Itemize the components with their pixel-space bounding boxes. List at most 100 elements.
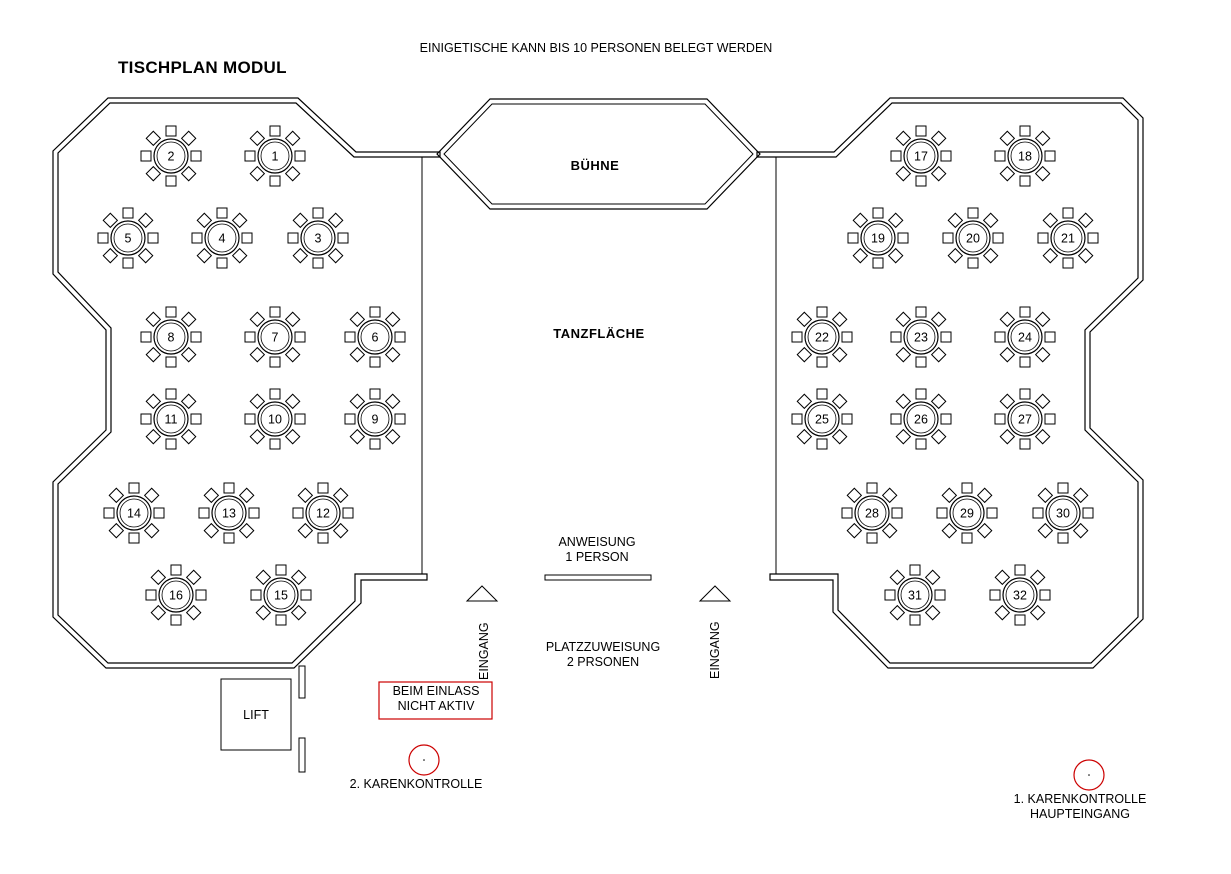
table-22[interactable]: 22 (791, 306, 853, 368)
seating-line2: 2 PRSONEN (567, 655, 639, 669)
instruction-line1: ANWEISUNG (558, 535, 635, 549)
chair (1077, 247, 1094, 264)
table-number: 1 (272, 150, 279, 164)
table-2[interactable]: 2 (140, 125, 202, 187)
table-top (158, 577, 194, 613)
chair (999, 428, 1016, 445)
table-12[interactable]: 12 (292, 482, 354, 544)
chair (128, 482, 140, 494)
checkpoint-second-marker-icon (408, 744, 440, 776)
chair (999, 130, 1016, 147)
chair (269, 438, 281, 450)
table-21[interactable]: 21 (1037, 207, 1099, 269)
table-25[interactable]: 25 (791, 388, 853, 450)
chair (889, 604, 906, 621)
table-9[interactable]: 9 (344, 388, 406, 450)
chair (831, 393, 848, 410)
table-top (263, 577, 299, 613)
chair (248, 507, 260, 519)
entrance-left-arrow-icon (465, 585, 499, 602)
chair (1072, 487, 1089, 504)
table-top-inner (958, 223, 988, 253)
chair (930, 428, 947, 445)
chair (895, 311, 912, 328)
chair (269, 388, 281, 400)
chair (941, 522, 958, 539)
chair (165, 356, 177, 368)
table-top (300, 220, 336, 256)
table-7[interactable]: 7 (244, 306, 306, 368)
table-28[interactable]: 28 (841, 482, 903, 544)
table-30[interactable]: 30 (1032, 482, 1094, 544)
chair (1014, 564, 1026, 576)
chair (180, 165, 197, 182)
table-6[interactable]: 6 (344, 306, 406, 368)
table-13[interactable]: 13 (198, 482, 260, 544)
table-16[interactable]: 16 (145, 564, 207, 626)
table-26[interactable]: 26 (890, 388, 952, 450)
chair (846, 487, 863, 504)
chair (915, 356, 927, 368)
table-10[interactable]: 10 (244, 388, 306, 450)
table-31[interactable]: 31 (884, 564, 946, 626)
chair (881, 487, 898, 504)
table-19[interactable]: 19 (847, 207, 909, 269)
chair (930, 346, 947, 363)
table-24[interactable]: 24 (994, 306, 1056, 368)
chair (1034, 311, 1051, 328)
chair (275, 614, 287, 626)
table-top (860, 220, 896, 256)
table-top-inner (807, 404, 837, 434)
chair (967, 257, 979, 269)
table-14[interactable]: 14 (103, 482, 165, 544)
table-23[interactable]: 23 (890, 306, 952, 368)
table-top (211, 495, 247, 531)
table-27[interactable]: 27 (994, 388, 1056, 450)
chair (994, 331, 1006, 343)
table-top-inner (1053, 223, 1083, 253)
stage-label: BÜHNE (571, 158, 620, 173)
table-3[interactable]: 3 (287, 207, 349, 269)
table-18[interactable]: 18 (994, 125, 1056, 187)
table-8[interactable]: 8 (140, 306, 202, 368)
table-11[interactable]: 11 (140, 388, 202, 450)
table-20[interactable]: 20 (942, 207, 1004, 269)
table-top-inner (1048, 498, 1078, 528)
table-top-inner (119, 498, 149, 528)
chair (1037, 487, 1054, 504)
table-top (903, 319, 939, 355)
table-top-inner (156, 141, 186, 171)
table-15[interactable]: 15 (250, 564, 312, 626)
table-29[interactable]: 29 (936, 482, 998, 544)
chair (312, 257, 324, 269)
chair (140, 331, 152, 343)
table-top-inner (260, 141, 290, 171)
chair (831, 428, 848, 445)
chair (947, 212, 964, 229)
table-17[interactable]: 17 (890, 125, 952, 187)
chair (269, 306, 281, 318)
table-top-inner (161, 580, 191, 610)
chair (290, 604, 307, 621)
chair (137, 247, 154, 264)
table-top-inner (260, 322, 290, 352)
chair (238, 522, 255, 539)
table-number: 21 (1061, 232, 1075, 246)
chair (1034, 393, 1051, 410)
table-top-inner (1010, 404, 1040, 434)
chair (1044, 413, 1056, 425)
chair (190, 413, 202, 425)
table-top-inner (156, 404, 186, 434)
chair (216, 207, 228, 219)
table-5[interactable]: 5 (97, 207, 159, 269)
chair (244, 413, 256, 425)
chair (890, 150, 902, 162)
table-4[interactable]: 4 (191, 207, 253, 269)
chair (145, 130, 162, 147)
chair (297, 522, 314, 539)
table-32[interactable]: 32 (989, 564, 1051, 626)
chair (796, 346, 813, 363)
chair (841, 331, 853, 343)
table-1[interactable]: 1 (244, 125, 306, 187)
